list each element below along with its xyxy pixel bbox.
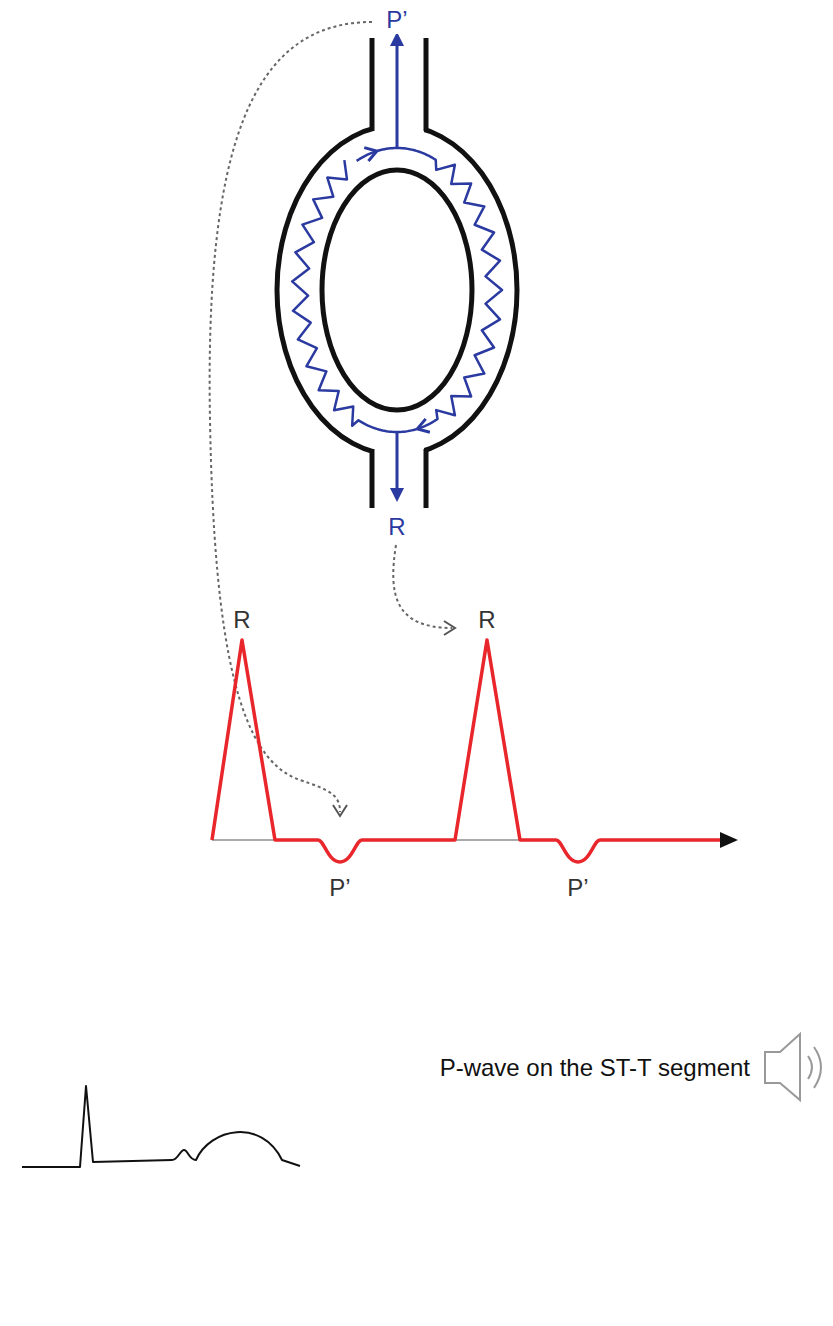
ecg-sketch [22,1086,300,1167]
pointer-head [333,805,347,816]
baseline [212,839,275,841]
caption-note: P-wave on the ST-T segment [438,1054,752,1082]
wave-label: R [386,513,407,541]
peak-label: R [231,606,252,634]
tube-wall [424,38,429,131]
wave-label: P’ [565,874,590,902]
reentry-arrowheads [364,148,430,433]
wave-label: P’ [384,6,409,34]
reentry-path [292,148,502,432]
pointer-head [444,621,455,635]
speaker-icon [765,1034,800,1100]
inner-wall [322,170,472,410]
wave-label: P’ [327,874,352,902]
exit-arrow [396,432,399,494]
speaker-wave [808,1056,812,1079]
time-arrowhead [720,832,738,848]
tube-wall [424,449,429,508]
exit-arrowhead [390,488,404,502]
tube-gap-bottom [374,444,424,514]
reentry-arrowhead [417,419,430,432]
peak-label: R [476,606,497,634]
outer-wall [277,125,517,455]
baseline [455,839,520,841]
reentry-arrowhead [364,148,377,161]
exit-arrowhead [390,32,404,46]
dashed-pointer [393,545,452,628]
tube-wall [370,449,375,508]
exit-arrow [396,40,399,148]
tube-gap-top [374,36,424,136]
tube-wall [370,38,375,131]
speaker-wave [814,1047,821,1088]
ecg-trace [212,640,722,862]
